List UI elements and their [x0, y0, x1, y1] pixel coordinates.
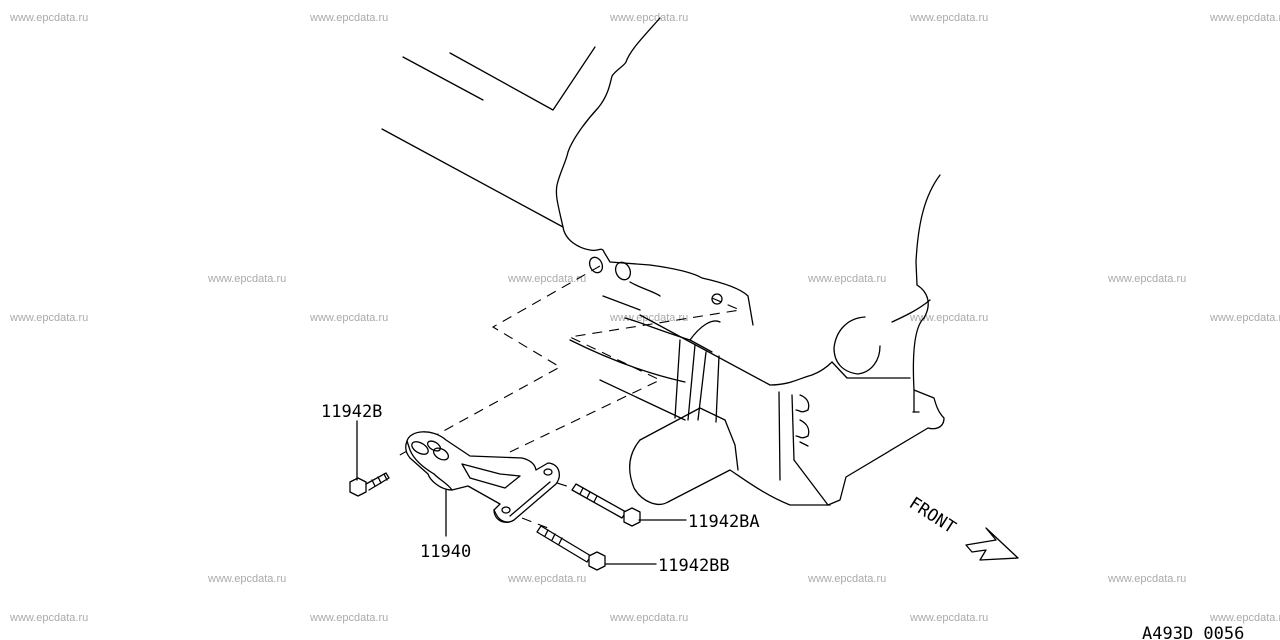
watermark: www.epcdata.ru	[1107, 273, 1186, 285]
watermark: www.epcdata.ru	[909, 312, 988, 324]
watermark: www.epcdata.ru	[309, 12, 388, 24]
leader-lines	[356, 420, 687, 565]
front-arrow-icon	[965, 527, 1019, 561]
watermark-layer: www.epcdata.ru www.epcdata.ru www.epcdat…	[9, 12, 1280, 624]
watermark: www.epcdata.ru	[609, 12, 688, 24]
watermark: www.epcdata.ru	[1209, 12, 1280, 24]
watermark: www.epcdata.ru	[309, 612, 388, 624]
engine-block	[381, 17, 945, 506]
watermark: www.epcdata.ru	[207, 273, 286, 285]
watermark: www.epcdata.ru	[9, 312, 88, 324]
watermark: www.epcdata.ru	[1107, 573, 1186, 585]
part-label-11942BA[interactable]: 11942BA	[688, 512, 760, 532]
watermark: www.epcdata.ru	[609, 612, 688, 624]
watermark: www.epcdata.ru	[309, 312, 388, 324]
part-label-11940[interactable]: 11940	[420, 542, 471, 562]
bolt-11942B[interactable]	[349, 472, 390, 497]
watermark: www.epcdata.ru	[1209, 312, 1280, 324]
front-label: FRONT	[905, 493, 959, 538]
watermark: www.epcdata.ru	[1209, 612, 1280, 624]
front-direction-indicator: FRONT	[905, 493, 1019, 561]
watermark: www.epcdata.ru	[507, 273, 586, 285]
bolt-11942BA[interactable]	[571, 483, 641, 527]
diagram-id: A493D 0056	[1142, 624, 1244, 640]
watermark: www.epcdata.ru	[9, 12, 88, 24]
bracket-11940[interactable]	[405, 431, 560, 524]
watermark: www.epcdata.ru	[207, 573, 286, 585]
watermark: www.epcdata.ru	[609, 312, 688, 324]
watermark: www.epcdata.ru	[909, 612, 988, 624]
watermark: www.epcdata.ru	[807, 573, 886, 585]
part-label-11942B[interactable]: 11942B	[321, 402, 382, 422]
watermark: www.epcdata.ru	[507, 573, 586, 585]
watermark: www.epcdata.ru	[9, 612, 88, 624]
watermark: www.epcdata.ru	[909, 12, 988, 24]
bolt-11942BB[interactable]	[536, 525, 606, 571]
watermark: www.epcdata.ru	[807, 273, 886, 285]
part-label-11942BB[interactable]: 11942BB	[658, 556, 730, 576]
